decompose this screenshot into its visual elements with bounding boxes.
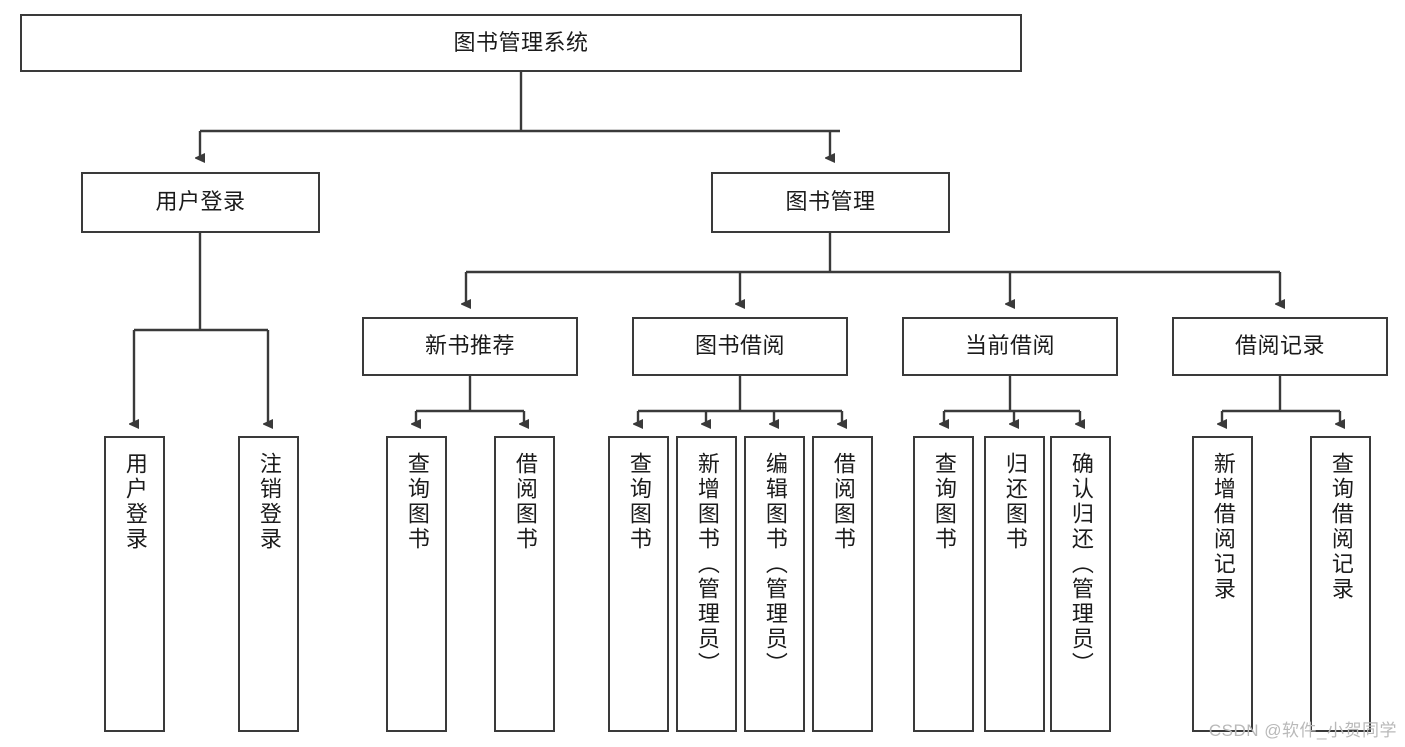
leaf-add-book-label: 新增图书（管理员） bbox=[694, 452, 720, 677]
leaf-borrow-book-1-label: 借阅图书 bbox=[512, 452, 538, 552]
node-book-manage-label: 图书管理 bbox=[785, 189, 876, 215]
node-new-book-rec-label: 新书推荐 bbox=[424, 333, 515, 359]
leaf-edit-book-label: 编辑图书（管理员） bbox=[762, 452, 788, 677]
leaf-add-record[interactable]: 新增借阅记录 bbox=[1192, 436, 1253, 732]
node-borrow-record-label: 借阅记录 bbox=[1234, 333, 1325, 359]
node-new-book-rec[interactable]: 新书推荐 bbox=[362, 317, 578, 376]
leaf-return-book-label: 归还图书 bbox=[1002, 452, 1028, 552]
node-user-login-label: 用户登录 bbox=[155, 189, 246, 215]
leaf-confirm-return[interactable]: 确认归还（管理员） bbox=[1050, 436, 1111, 732]
node-borrow-record[interactable]: 借阅记录 bbox=[1172, 317, 1388, 376]
node-user-login[interactable]: 用户登录 bbox=[81, 172, 320, 233]
leaf-borrow-book-2[interactable]: 借阅图书 bbox=[812, 436, 873, 732]
watermark-text: CSDN @软件_小贺同学 bbox=[1208, 721, 1397, 740]
leaf-edit-book[interactable]: 编辑图书（管理员） bbox=[744, 436, 805, 732]
leaf-query-book-3[interactable]: 查询图书 bbox=[913, 436, 974, 732]
leaf-logout[interactable]: 注销登录 bbox=[238, 436, 299, 732]
leaf-user-login-label: 用户登录 bbox=[122, 452, 148, 552]
node-current-borrow[interactable]: 当前借阅 bbox=[902, 317, 1118, 376]
leaf-add-record-label: 新增借阅记录 bbox=[1210, 452, 1236, 602]
node-root-label: 图书管理系统 bbox=[453, 29, 589, 55]
leaf-return-book[interactable]: 归还图书 bbox=[984, 436, 1045, 732]
leaf-query-record-label: 查询借阅记录 bbox=[1328, 452, 1354, 602]
leaf-borrow-book-1[interactable]: 借阅图书 bbox=[494, 436, 555, 732]
leaf-add-book[interactable]: 新增图书（管理员） bbox=[676, 436, 737, 732]
node-root[interactable]: 图书管理系统 bbox=[20, 14, 1022, 72]
node-current-borrow-label: 当前借阅 bbox=[964, 333, 1055, 359]
leaf-user-login[interactable]: 用户登录 bbox=[104, 436, 165, 732]
node-book-manage[interactable]: 图书管理 bbox=[711, 172, 950, 233]
leaf-logout-label: 注销登录 bbox=[256, 452, 282, 552]
leaf-borrow-book-2-label: 借阅图书 bbox=[830, 452, 856, 552]
leaf-query-record[interactable]: 查询借阅记录 bbox=[1310, 436, 1371, 732]
leaf-confirm-return-label: 确认归还（管理员） bbox=[1068, 452, 1094, 677]
leaf-query-book-2[interactable]: 查询图书 bbox=[608, 436, 669, 732]
leaf-query-book-2-label: 查询图书 bbox=[626, 452, 652, 552]
leaf-query-book-1[interactable]: 查询图书 bbox=[386, 436, 447, 732]
leaf-query-book-3-label: 查询图书 bbox=[931, 452, 957, 552]
node-book-borrow-label: 图书借阅 bbox=[694, 333, 785, 359]
node-book-borrow[interactable]: 图书借阅 bbox=[632, 317, 848, 376]
leaf-query-book-1-label: 查询图书 bbox=[404, 452, 430, 552]
